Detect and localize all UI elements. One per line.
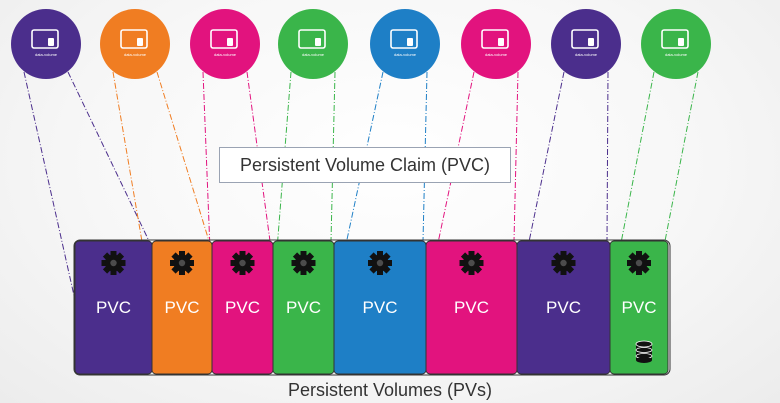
pod-volume-label: data-volume: [575, 52, 598, 57]
connector-line: [664, 71, 699, 242]
pod-volume-label: data-volume: [394, 52, 417, 57]
pvc-label: PVC: [165, 298, 200, 317]
volume-card-icon: [210, 29, 238, 49]
gear-icon: [101, 251, 126, 275]
pvc-label: PVC: [622, 298, 657, 317]
connector-line: [609, 71, 655, 301]
pod-volume-circle: data-volume: [100, 9, 170, 79]
connector-line: [67, 71, 150, 242]
pvc-label: PVC: [96, 298, 131, 317]
pod-volume-label: data-volume: [302, 52, 325, 57]
pvc-block: PVC: [74, 240, 153, 375]
pod-volume-circle: data-volume: [370, 9, 440, 79]
pvc-label: PVC: [363, 298, 398, 317]
connector-line: [425, 71, 475, 301]
database-icon: [635, 340, 653, 363]
pv-container: [73, 239, 671, 376]
volume-card-icon: [571, 29, 599, 49]
connector-line: [516, 71, 565, 301]
connector-line: [23, 71, 76, 301]
pvc-block: PVC: [333, 240, 427, 375]
pvc-label: PVC: [454, 298, 489, 317]
connector-line: [422, 71, 428, 242]
pod-volume-label: data-volume: [124, 52, 147, 57]
connector-line: [513, 71, 519, 242]
pod-volume-circle: data-volume: [551, 9, 621, 79]
pvc-label: PVC: [225, 298, 260, 317]
volume-card-icon: [298, 29, 326, 49]
gear-icon: [627, 251, 651, 275]
pod-volume-circle: data-volume: [190, 9, 260, 79]
pvc-block: PVC: [211, 240, 274, 375]
volume-card-icon: [390, 29, 418, 49]
pod-volume-label: data-volume: [665, 52, 688, 57]
connector-line: [330, 71, 336, 242]
pvc-claim-label: Persistent Volume Claim (PVC): [219, 147, 511, 183]
volume-card-icon: [481, 29, 509, 49]
volume-card-icon: [661, 29, 689, 49]
gear-icon: [368, 251, 392, 275]
pvc-label: PVC: [546, 298, 581, 317]
pod-volume-circle: data-volume: [461, 9, 531, 79]
pvc-block: PVC: [151, 240, 213, 375]
volume-card-icon: [120, 29, 148, 49]
pvc-block: PVC: [609, 240, 669, 375]
pod-volume-label: data-volume: [214, 52, 237, 57]
gear-icon: [459, 251, 484, 275]
gear-icon: [230, 251, 255, 275]
pod-volume-label: data-volume: [35, 52, 58, 57]
pod-volume-circle: data-volume: [278, 9, 348, 79]
connector-line: [156, 71, 210, 242]
pod-volume-circle: data-volume: [641, 9, 711, 79]
connector-line: [333, 71, 384, 301]
pvc-block: PVC: [516, 240, 611, 375]
pv-footer-label: Persistent Volumes (PVs): [287, 380, 493, 400]
pvc-label: PVC: [286, 298, 321, 317]
pod-volume-label: data-volume: [485, 52, 508, 57]
gear-icon: [170, 251, 194, 275]
pod-volume-circle: data-volume: [11, 9, 81, 79]
pvc-block: PVC: [425, 240, 518, 375]
pvc-block: PVC: [272, 240, 335, 375]
connector-line: [606, 71, 609, 242]
gear-icon: [551, 251, 576, 275]
volume-card-icon: [31, 29, 59, 49]
gear-icon: [291, 251, 316, 275]
